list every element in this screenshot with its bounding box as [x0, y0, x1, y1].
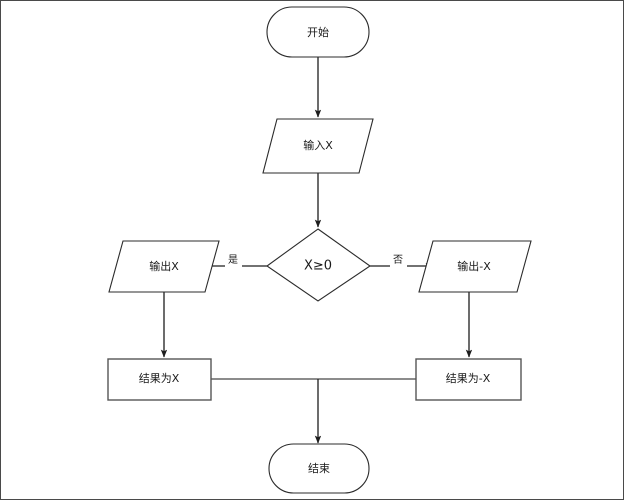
node-result-x-shape [107, 358, 212, 401]
node-input-x-label: 输入X [303, 138, 333, 152]
node-result-x[interactable]: 结果为X [107, 358, 212, 401]
node-end[interactable]: 结束 [268, 443, 370, 494]
edge-label-yes-text: 是 [228, 254, 238, 266]
node-start-label: 开始 [307, 25, 329, 39]
edge-label-yes-backdrop [225, 253, 242, 267]
edge-label-yes: 是 [225, 253, 242, 267]
node-start[interactable]: 开始 [266, 6, 370, 58]
edge-label-no-text: 否 [393, 254, 403, 266]
node-result-x-label: 结果为X [139, 372, 180, 385]
node-decision-shape [266, 228, 371, 302]
edge-label-no-backdrop [390, 253, 407, 267]
node-result-neg-x-label: 结果为-X [446, 372, 491, 385]
node-result-neg-x[interactable]: 结果为-X [415, 358, 522, 401]
node-result-neg-x-shape [415, 358, 522, 401]
node-output-neg-x-label: 输出-X [457, 259, 491, 273]
node-output-x-shape [108, 240, 220, 293]
node-end-label: 结束 [308, 462, 330, 475]
node-output-neg-x-shape [418, 240, 532, 293]
node-end-shape [268, 443, 370, 494]
node-decision[interactable]: X≥0 [266, 228, 371, 302]
node-output-neg-x[interactable]: 输出-X [418, 240, 532, 293]
node-decision-label: X≥0 [304, 259, 332, 274]
edge-label-no: 否 [390, 253, 407, 267]
node-start-shape [266, 6, 370, 58]
node-input-x[interactable]: 输入X [262, 118, 374, 174]
node-output-x-label: 输出X [149, 259, 179, 273]
node-output-x[interactable]: 输出X [108, 240, 220, 293]
node-input-x-shape [262, 118, 374, 174]
